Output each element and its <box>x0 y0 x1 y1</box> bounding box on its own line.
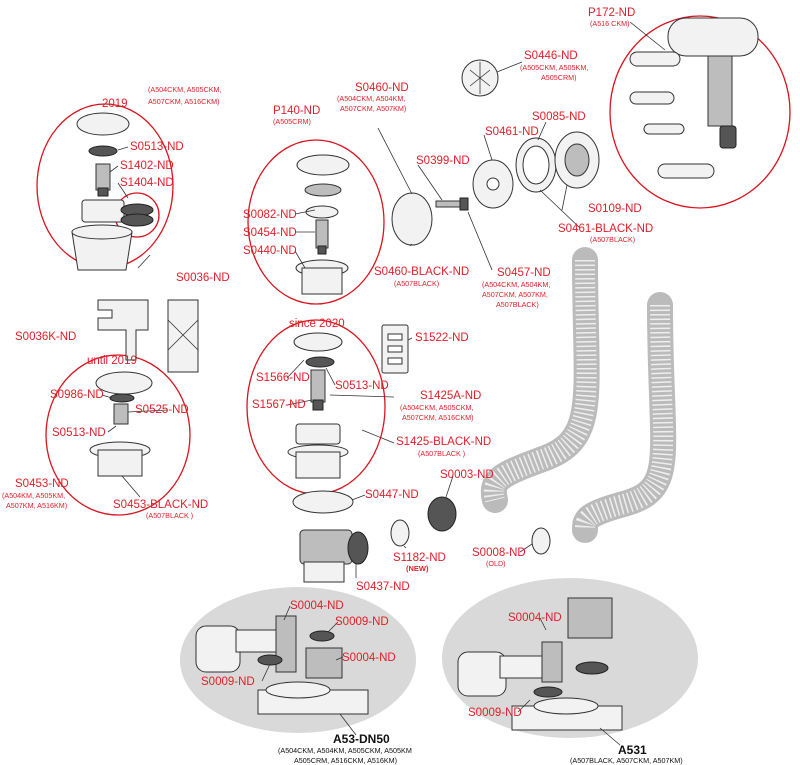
label-s1566: S1566-ND <box>256 372 310 384</box>
group-p140-parts <box>295 154 350 295</box>
leader-lines <box>101 21 666 746</box>
label-s0461: S0461-ND <box>485 126 539 138</box>
label-s1402: S1402-ND <box>120 160 174 172</box>
label-a531: A531 <box>618 743 647 757</box>
label-p140-sub: (A505CRM) <box>273 117 311 126</box>
label-until-2019: until 2019 <box>87 355 137 367</box>
label-p172: P172-ND <box>588 7 635 19</box>
group-until2019-parts <box>89 371 153 477</box>
label-s0453-sub2: A507KM, A516KM) <box>6 501 67 510</box>
label-s0460-black-sub: (A507BLACK) <box>394 279 439 288</box>
label-s0513-2020: S0513-ND <box>335 380 389 392</box>
label-s1182: S1182-ND <box>393 552 446 564</box>
label-s0004-a53-mid: S0004-ND <box>342 652 396 664</box>
label-s1522: S1522-ND <box>415 332 469 344</box>
part-labels: P172-ND (A516 CKM) S0446-ND (A505CKM, A5… <box>2 7 683 765</box>
label-2019: 2019 <box>102 98 128 110</box>
label-s0036: S0036-ND <box>176 272 230 284</box>
label-s0009-a53-low: S0009-ND <box>201 676 255 688</box>
label-s0036k: S0036K-ND <box>15 331 76 343</box>
p172-parts <box>629 17 759 179</box>
label-s0453-black: S0453-BLACK-ND <box>113 499 208 511</box>
label-s0457: S0457-ND <box>497 267 551 279</box>
label-s0461-black-sub: (A507BLACK) <box>590 235 635 244</box>
label-s0003: S0003-ND <box>440 469 494 481</box>
label-s0008: S0008-ND <box>472 547 526 559</box>
overflow-parts <box>391 59 600 246</box>
label-2019-sub1: (A504CKM, A505CKM, <box>148 85 222 94</box>
label-s0446: S0446-ND <box>524 50 578 62</box>
label-s0446-sub2: A505CRM) <box>541 73 577 82</box>
waste-body-parts <box>292 490 551 583</box>
label-s0004-a53-top: S0004-ND <box>290 600 344 612</box>
label-s0004-a531: S0004-ND <box>508 612 562 624</box>
s0036-brackets <box>97 299 199 373</box>
label-s0437: S0437-ND <box>356 581 410 593</box>
label-s0453: S0453-ND <box>15 478 69 490</box>
flexible-hoses <box>480 247 677 543</box>
label-s0457-sub3: A507BLACK) <box>496 300 539 309</box>
label-s0009-a53-top: S0009-ND <box>335 616 389 628</box>
label-s0986: S0986-ND <box>50 389 104 401</box>
label-s0446-sub1: (A505CKM, A505KM, <box>520 63 588 72</box>
label-s0082: S0082-ND <box>243 209 297 221</box>
label-s1567: S1567-ND <box>252 399 306 411</box>
label-a531-sub: (A507BLACK, A507CKM, A507KM) <box>570 756 683 765</box>
a531-assembly-bubble <box>442 578 698 738</box>
label-s0461-black: S0461-BLACK-ND <box>558 223 653 235</box>
label-s0513-2019: S0513-ND <box>130 141 184 153</box>
group-since2020-parts <box>287 332 349 479</box>
label-s0453-sub1: (A504KM, A505KM, <box>2 491 65 500</box>
label-s0008-sub: (OLD) <box>486 559 506 568</box>
label-p140: P140-ND <box>273 105 320 117</box>
label-s0399: S0399-ND <box>416 155 470 167</box>
label-s1425-black: S1425-BLACK-ND <box>396 436 491 448</box>
label-s1425a-sub1: (A504CKM, A505CKM, <box>400 403 474 412</box>
label-s0109: S0109-ND <box>588 203 642 215</box>
a531-assembly-parts <box>457 597 623 731</box>
label-s0009-a531: S0009-ND <box>468 707 522 719</box>
label-since-2020: since 2020 <box>289 318 345 330</box>
group-p172-outline <box>609 15 791 209</box>
label-s0457-sub1: (A504CKM, A504KM, <box>482 280 550 289</box>
label-s0454: S0454-ND <box>243 227 297 239</box>
label-s1425a: S1425A-ND <box>420 390 481 402</box>
label-s0525: S0525-ND <box>135 404 189 416</box>
label-s0440: S0440-ND <box>243 245 297 257</box>
label-s1425a-sub2: A507CKM, A516CKM) <box>402 413 474 422</box>
group-2019-parts <box>71 112 154 271</box>
label-s1182-new: (NEW) <box>406 564 429 573</box>
label-s0085: S0085-ND <box>532 111 586 123</box>
label-a53-sub1: (A504CKM, A504KM, A505CKM, A505KM <box>278 746 412 755</box>
group-p140-outline <box>247 139 385 305</box>
s1522-clip <box>381 324 409 374</box>
label-s0460-black: S0460-BLACK-ND <box>374 266 469 278</box>
label-a53-sub2: A505CRM, A516CKM, A516KM) <box>294 756 397 765</box>
label-p172-sub: (A516 CKM) <box>590 19 630 28</box>
label-s0460: S0460-ND <box>355 82 409 94</box>
a53-assembly-parts <box>195 615 369 715</box>
label-s1404: S1404-ND <box>120 177 174 189</box>
label-s0460-sub1: (A504CKM, A504KM, <box>337 94 405 103</box>
label-s1425-black-sub: (A507BLACK ) <box>418 449 465 458</box>
label-s0460-sub2: A507CKM, A507KM) <box>340 104 406 113</box>
label-s0453-black-sub: (A507BLACK ) <box>146 511 193 520</box>
label-2019-sub2: A507CKM, A516CKM) <box>148 97 220 106</box>
label-s0457-sub2: A507CKM, A507KM, <box>482 290 548 299</box>
label-a53-dn50: A53-DN50 <box>333 732 390 746</box>
label-s0447: S0447-ND <box>365 489 419 501</box>
group-until2019-outline <box>45 354 191 516</box>
label-s0513-2019b: S0513-ND <box>52 427 106 439</box>
